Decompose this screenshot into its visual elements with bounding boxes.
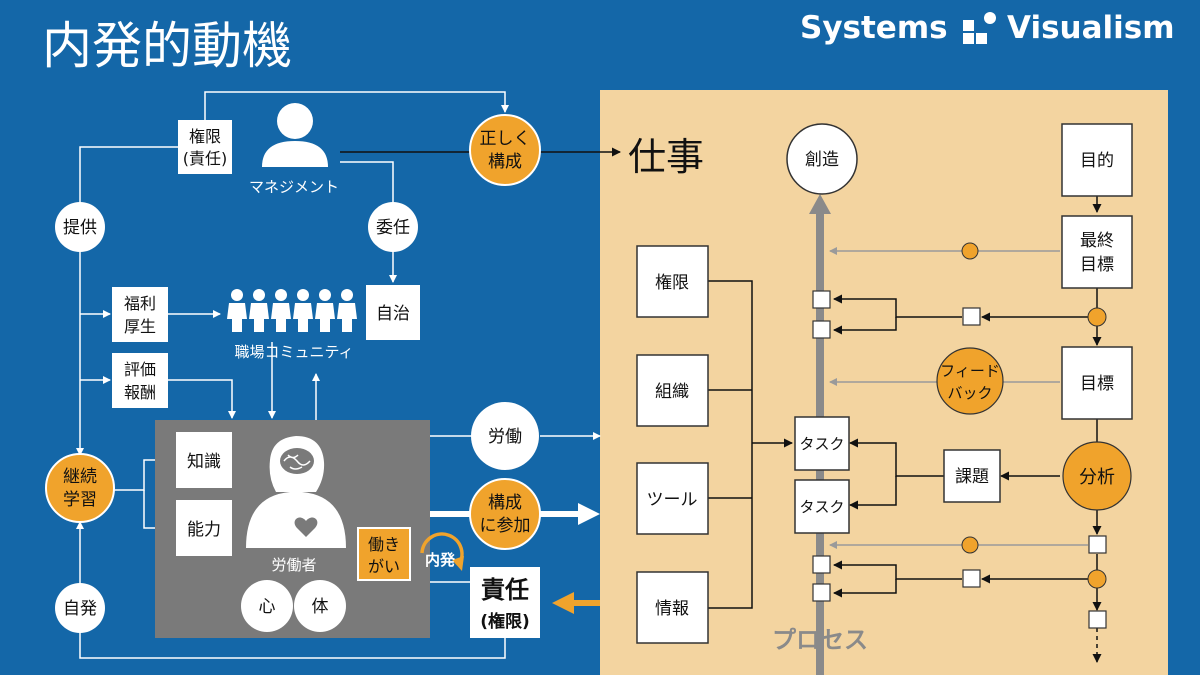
process-label: プロセス xyxy=(772,626,868,654)
final-goal-box xyxy=(1061,215,1133,289)
delegate-label: 委任 xyxy=(376,218,410,238)
worthwhile-box xyxy=(357,527,411,581)
purpose-box xyxy=(1061,123,1133,197)
knowledge-label: 知識 xyxy=(187,452,221,472)
resource-authority-label: 権限 xyxy=(655,273,689,293)
management-label: マネジメント xyxy=(249,178,339,196)
body-node xyxy=(294,580,346,632)
worker-brain-icon xyxy=(246,436,346,548)
provide-node xyxy=(55,202,105,252)
responsibility-box xyxy=(470,567,540,638)
ability-label: 能力 xyxy=(187,520,221,540)
mind-node xyxy=(241,580,293,632)
authority-box xyxy=(178,120,232,174)
worker-label: 労働者 xyxy=(271,556,316,574)
voluntary-node xyxy=(55,583,105,633)
worthwhile-line1: 働き xyxy=(368,535,400,554)
task-box-2 xyxy=(794,479,850,534)
body-label: 体 xyxy=(312,597,329,617)
labor-label: 労働 xyxy=(488,427,522,447)
goal-junction-dot-2 xyxy=(1087,569,1107,589)
participate-arrowhead xyxy=(578,503,600,525)
authority-line1: 権限 xyxy=(189,127,221,146)
provide-label: 提供 xyxy=(63,218,97,238)
process-arrowhead xyxy=(809,194,831,214)
responsibility-sub: (権限) xyxy=(480,611,530,632)
creation-label: 創造 xyxy=(805,150,839,170)
participate-line2: に参加 xyxy=(480,516,531,536)
brand-systems: Systems xyxy=(800,10,948,46)
feedback-line2: バック xyxy=(947,384,992,402)
community-people-icon xyxy=(227,289,357,332)
feedback-node xyxy=(936,347,1004,415)
responsibility-arrowhead xyxy=(552,592,574,614)
welfare-line1: 福利 xyxy=(124,294,156,313)
autonomy-box xyxy=(366,285,420,340)
goal-label: 目標 xyxy=(1080,374,1114,394)
voluntary-label: 自発 xyxy=(63,599,97,619)
issue-box xyxy=(943,449,1001,503)
authority-line2: (責任) xyxy=(183,149,228,168)
final-goal-line2: 目標 xyxy=(1080,255,1114,275)
responsibility-label: 責任 xyxy=(481,576,529,604)
task-label-1: タスク xyxy=(799,435,844,453)
continuous-line1: 継続 xyxy=(63,467,97,487)
evaluation-line1: 評価 xyxy=(124,360,156,379)
labor-node xyxy=(471,402,539,470)
feedback-line1: フィード xyxy=(940,362,1000,380)
page-title: 内発的動機 xyxy=(42,17,292,75)
work-title: 仕事 xyxy=(628,135,704,179)
knowledge-box xyxy=(176,432,232,488)
resource-information-box xyxy=(636,571,709,644)
resource-information-label: 情報 xyxy=(655,599,689,619)
evaluation-box xyxy=(112,353,168,408)
final-goal-line1: 最終 xyxy=(1080,231,1114,251)
correct-composition-node xyxy=(469,114,541,186)
feedback-dot-1 xyxy=(961,242,979,260)
goal-junction-dot-1 xyxy=(1087,307,1107,327)
resource-tool-label: ツール xyxy=(647,490,698,510)
intrinsic-label: 内発 xyxy=(425,551,456,569)
management-person-icon xyxy=(262,103,328,167)
purpose-label: 目的 xyxy=(1080,151,1114,171)
resource-organization-label: 組織 xyxy=(655,382,689,402)
resource-authority-box xyxy=(636,245,709,318)
welfare-line2: 厚生 xyxy=(124,317,156,336)
step-markers xyxy=(812,290,1107,629)
participate-line1: 構成 xyxy=(488,493,522,513)
right-connectors xyxy=(708,196,1102,663)
task-box-1 xyxy=(794,416,850,471)
feedback-dot-2 xyxy=(961,536,979,554)
continuous-line2: 学習 xyxy=(63,490,97,510)
intrinsic-cycle-icon xyxy=(420,532,464,571)
continuous-learning-node xyxy=(45,453,115,523)
welfare-box xyxy=(112,287,168,342)
brand-logo-icon xyxy=(963,12,996,44)
analysis-label: 分析 xyxy=(1079,467,1115,488)
brand-visualism: Visualism xyxy=(1007,10,1175,46)
worthwhile-line2: がい xyxy=(368,557,400,576)
community-label: 職場コミュニティ xyxy=(234,343,353,361)
task-label-2: タスク xyxy=(799,498,844,516)
creation-node xyxy=(786,123,858,195)
evaluation-line2: 報酬 xyxy=(124,383,156,402)
participate-node xyxy=(469,478,541,550)
mind-label: 心 xyxy=(259,597,276,617)
resource-tool-box xyxy=(636,462,709,535)
correct-line2: 構成 xyxy=(488,152,522,172)
issue-label: 課題 xyxy=(955,467,989,487)
resource-organization-box xyxy=(636,354,709,427)
correct-line1: 正しく xyxy=(480,129,531,149)
autonomy-label: 自治 xyxy=(376,304,410,324)
analysis-node xyxy=(1062,441,1132,511)
goal-box xyxy=(1061,346,1133,420)
ability-box xyxy=(176,500,232,556)
delegate-node xyxy=(368,202,418,252)
